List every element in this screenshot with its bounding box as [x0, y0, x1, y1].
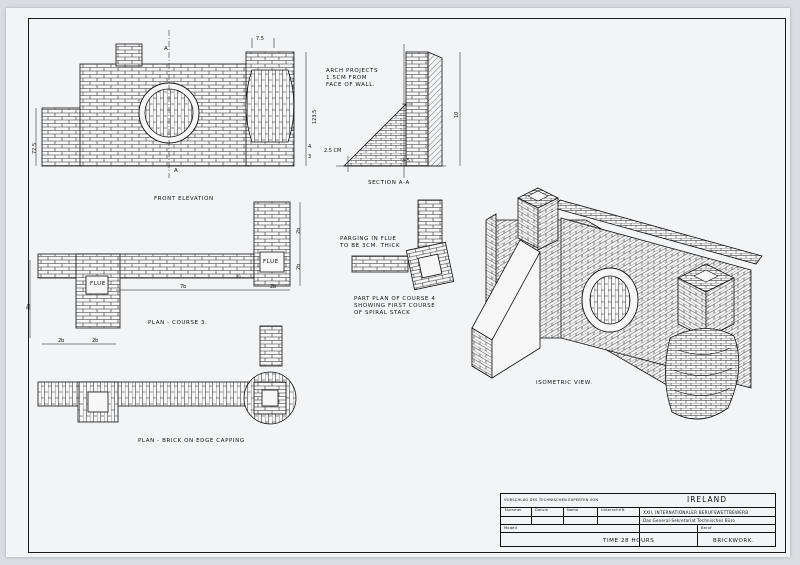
section-aa	[336, 44, 461, 178]
label-front-elevation: FRONT ELEVATION	[154, 196, 214, 202]
drawing-sheet: FRONT ELEVATION SECTION A-A ARCH PROJECT…	[6, 8, 790, 557]
isometric-view	[471, 187, 763, 420]
title-col-1: Nummer	[505, 508, 522, 512]
title-competition: XXII. INTERNATIONALER BERUFSWETTBEWERB	[643, 510, 749, 515]
label-plan-course: PLAN - COURSE 3.	[148, 320, 208, 326]
title-trade: BRICKWORK.	[713, 538, 755, 544]
dim-7-5: 7.5	[256, 36, 264, 42]
label-isometric-view: ISOMETRIC VIEW.	[536, 380, 593, 386]
front-elevation	[35, 30, 307, 178]
label-section-mark-top: A	[164, 46, 169, 52]
dim-2b-d: 2b	[296, 227, 302, 234]
dim-2b-b: 2b	[92, 338, 99, 344]
title-col-2: Datum	[535, 508, 549, 512]
dim-123-5: 123.5	[312, 109, 318, 124]
dim-4: 4	[308, 144, 312, 150]
dim-half: ½	[236, 274, 241, 280]
sheet-border	[28, 18, 786, 553]
dim-2b-e: 2b	[296, 263, 302, 270]
title-country: IRELAND	[687, 495, 728, 504]
title-trade-label: Beruf	[701, 526, 712, 530]
dimension-lines	[251, 38, 412, 172]
dim-7b: 7b	[180, 284, 187, 290]
title-block: VORSCHLAG DES TECHNISCHEN EXPERTEN VON I…	[500, 493, 776, 547]
plan-capping	[37, 325, 297, 425]
dim-3-5: 3.5	[402, 158, 410, 164]
plan-course-3	[29, 201, 301, 345]
part-plan-course-4	[351, 199, 455, 291]
title-office: Das General-Sekretariat Technisches Büro	[643, 518, 736, 523]
label-parging-note: PARGING IN FLUE TO BE 3CM. THICK	[340, 236, 401, 249]
label-plan-capping: PLAN - BRICK ON EDGE CAPPING	[138, 438, 245, 444]
label-section-aa: SECTION A-A	[368, 180, 410, 186]
title-header: VORSCHLAG DES TECHNISCHEN EXPERTEN VON	[504, 498, 599, 502]
dim-10: 10	[454, 111, 460, 118]
label-part-plan-note: PART PLAN OF COURSE 4 SHOWING FIRST COUR…	[354, 296, 436, 316]
dim-2-5cm: 2.5 CM	[324, 148, 342, 154]
dim-3b: 3b	[26, 303, 32, 310]
label-section-mark-bottom: A	[174, 168, 179, 174]
dim-2b-a: 2b	[58, 338, 65, 344]
label-flue-right: FLUE	[263, 259, 279, 265]
label-flue-left: FLUE	[90, 281, 106, 287]
dim-3: 3	[308, 154, 312, 160]
label-arch-note: ARCH PROJECTS 1.5CM FROM FACE OF WALL.	[326, 68, 379, 88]
technical-drawing	[29, 30, 763, 425]
dim-72-5: 72.5	[32, 142, 38, 154]
dim-2b-c: 2b	[270, 284, 277, 290]
title-col-4: Unterschrift	[601, 508, 625, 512]
title-col-3: Name	[567, 508, 579, 512]
title-time: TIME 28 HOURS	[603, 538, 655, 544]
title-time-label: Modell	[504, 526, 517, 530]
